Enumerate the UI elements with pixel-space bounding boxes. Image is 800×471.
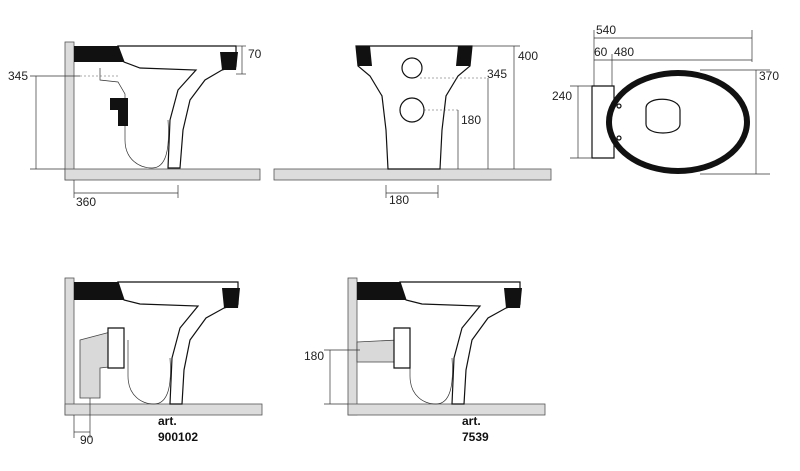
- top-view-width-label: 370: [759, 69, 779, 83]
- connector-b-trap: [409, 340, 453, 405]
- side-view-rim-label: 70: [248, 47, 262, 61]
- top-view-offset-label: 60: [594, 45, 608, 59]
- connector-a-offset-label: 90: [80, 433, 94, 447]
- connector-a-view: 90 art. 900102: [64, 277, 263, 447]
- connector-b-wall: [347, 277, 358, 416]
- front-view-total-label: 400: [518, 49, 538, 63]
- front-view: 400 345 180 180: [273, 45, 552, 207]
- connector-b-pipe: [356, 339, 399, 363]
- connector-b-caption-line1: art.: [462, 414, 481, 428]
- connector-a-caption-line2: 900102: [158, 430, 198, 444]
- top-view-mount-plate: [591, 85, 615, 159]
- side-view: 345 70 360: [8, 41, 262, 209]
- side-view-bowl-rim: [220, 52, 238, 70]
- connector-b-bowl-rim: [504, 288, 522, 308]
- top-view-bowl-label: 480: [614, 45, 634, 59]
- top-view-hinge-hole-top: [616, 103, 622, 109]
- connector-b-floor: [347, 403, 546, 416]
- front-view-floor: [273, 168, 552, 181]
- connector-b-view: 180 art. 7539: [304, 277, 546, 444]
- side-view-trap: [99, 68, 169, 169]
- connector-b-caption-line2: 7539: [462, 430, 489, 444]
- top-view-overall-label: 540: [596, 23, 616, 37]
- connector-b-collar: [393, 327, 411, 369]
- side-view-floor: [64, 168, 261, 181]
- top-view-hinge-hole-bottom: [616, 135, 622, 141]
- front-view-outlet-label: 345: [487, 67, 507, 81]
- connector-a-caption-line1: art.: [158, 414, 177, 428]
- connector-a-bowl-rim: [222, 288, 240, 308]
- side-view-mount-bar: [74, 46, 124, 62]
- side-view-wall: [64, 41, 75, 181]
- top-view: 540 60 480 240 370: [552, 23, 779, 175]
- front-view-centre-label: 180: [461, 113, 481, 127]
- side-view-outlet: [110, 98, 128, 126]
- connector-b-height-label: 180: [304, 349, 324, 363]
- connector-a-mount-bar: [74, 282, 124, 300]
- side-view-bowl: [117, 45, 237, 169]
- connector-b-mount-bar: [357, 282, 406, 300]
- top-view-seat-label: 240: [552, 89, 572, 103]
- side-view-height-label: 345: [8, 69, 28, 83]
- connector-a-floor: [64, 403, 263, 416]
- front-view-width-label: 180: [389, 193, 409, 207]
- connector-a-collar: [107, 327, 125, 369]
- front-view-rim-right: [456, 46, 472, 66]
- side-view-depth-label: 360: [76, 195, 96, 209]
- top-view-seat: [645, 98, 681, 134]
- connector-a-wall: [64, 277, 75, 416]
- front-view-inlet: [401, 57, 423, 79]
- connector-a-trap: [127, 340, 171, 405]
- front-view-outlet: [399, 97, 425, 123]
- front-view-rim-left: [356, 46, 372, 66]
- connector-a-bowl: [117, 281, 239, 405]
- connector-b-bowl: [399, 281, 521, 405]
